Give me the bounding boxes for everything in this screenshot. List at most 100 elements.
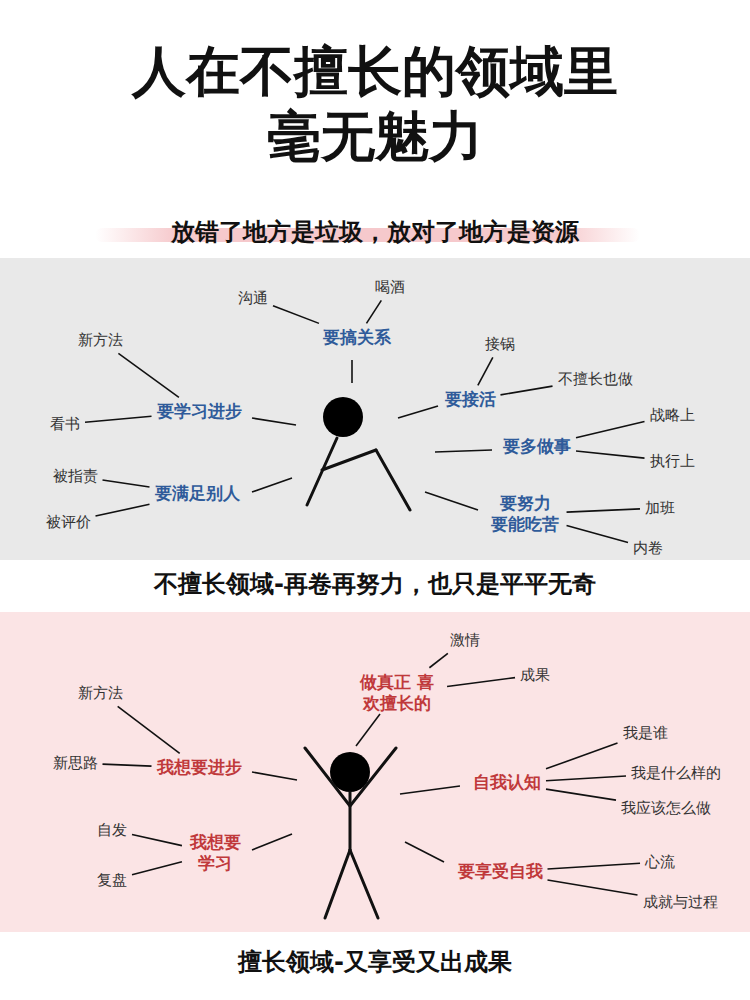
leaf-label: 新方法 — [78, 331, 123, 350]
node-text: 被评价 — [46, 513, 91, 532]
leaf-label: 沟通 — [238, 289, 268, 308]
node-text: 我应该怎么做 — [621, 799, 711, 818]
leaf-label: 喝酒 — [375, 278, 405, 297]
sad-stick-figure — [307, 397, 410, 510]
node-text: 自发 — [97, 821, 127, 840]
branch-line — [96, 504, 150, 516]
node-text: 成就与过程 — [643, 893, 718, 912]
node-text: 自我认知 — [473, 772, 541, 793]
node-text: 要学习进步 — [157, 401, 242, 422]
node-text: 沟通 — [238, 289, 268, 308]
panel-band: 不擅长领域-再卷再努力，也只是平平无奇 要搞关系 沟通 喝酒要学习进步 新方法看书 要接活… — [0, 258, 750, 610]
branch-label: 要多做事 — [503, 436, 571, 457]
leaf-label: 心流 — [645, 853, 675, 872]
branch-line — [447, 678, 515, 687]
branch-label: 要努力 要能吃苦 — [488, 493, 561, 536]
branch-line — [546, 776, 626, 781]
node-text: 要努力 要能吃苦 — [488, 493, 561, 536]
branch-line — [567, 509, 640, 512]
leaf-label: 复盘 — [97, 871, 127, 890]
branch-label: 要学习进步 — [157, 401, 242, 422]
branch-line — [501, 386, 553, 395]
branch-label: 要享受自我 — [458, 861, 543, 882]
node-text: 新方法 — [78, 331, 123, 350]
node-text: 新思路 — [53, 754, 98, 773]
branch-line — [103, 480, 150, 487]
branch-line — [567, 525, 628, 542]
node-text: 心流 — [645, 853, 675, 872]
node-text: 要多做事 — [503, 436, 571, 457]
leaf-label: 我是谁 — [623, 724, 668, 743]
node-text: 内卷 — [633, 539, 663, 558]
branch-line — [273, 306, 319, 324]
branch-line — [429, 653, 447, 667]
node-text: 加班 — [645, 499, 675, 518]
node-text: 被指责 — [53, 467, 98, 486]
branch-label: 我想要 学习 — [187, 832, 243, 875]
figure-leader-lines — [252, 360, 492, 510]
branch-line — [103, 764, 152, 766]
leaf-label: 激情 — [450, 631, 480, 650]
title-text: 人在不擅长的领域里 毫无魅力 — [124, 40, 626, 170]
node-text: 要接活 — [445, 389, 496, 410]
node-text: 接锅 — [485, 335, 515, 354]
leaf-label: 自发 — [97, 821, 127, 840]
happy-stick-figure — [305, 748, 396, 918]
leaf-label: 加班 — [645, 499, 675, 518]
branch-label: 要接活 — [445, 389, 496, 410]
node-text: 做真正 喜欢擅长的 — [352, 672, 442, 715]
branch-line — [85, 416, 152, 422]
branch-line — [366, 300, 381, 323]
leaf-label: 战略上 — [650, 406, 695, 425]
node-text: 我想要 学习 — [187, 832, 243, 875]
branch-label: 做真正 喜欢擅长的 — [352, 672, 442, 715]
panel-band: 擅长领域-又享受又出成果 做真正 喜欢擅长的 激情成果我想要进步 新方法新思路自我认知… — [0, 612, 750, 990]
subtitle-text: 放错了地方是垃圾，放对了地方是资源 — [0, 216, 750, 248]
leaf-label: 我应该怎么做 — [621, 799, 711, 818]
node-text: 执行上 — [650, 452, 695, 471]
leaf-label: 内卷 — [633, 539, 663, 558]
leaf-label: 看书 — [50, 415, 80, 434]
node-text: 战略上 — [650, 406, 695, 425]
figure-leader-lines — [252, 714, 460, 862]
node-text: 我是什么样的 — [631, 764, 721, 783]
node-text: 成果 — [520, 666, 550, 685]
branch-line — [478, 357, 493, 385]
node-text: 要搞关系 — [323, 327, 391, 348]
leaf-label: 新方法 — [78, 684, 123, 703]
leaf-label: 执行上 — [650, 452, 695, 471]
node-text: 不擅长也做 — [558, 370, 633, 389]
branch-line — [548, 863, 641, 869]
node-text: 我是谁 — [623, 724, 668, 743]
branch-line — [546, 743, 618, 769]
leaf-label: 接锅 — [485, 335, 515, 354]
branch-line — [576, 451, 645, 458]
leaf-label: 新思路 — [53, 754, 98, 773]
branch-label: 要搞关系 — [323, 327, 391, 348]
branch-line — [576, 422, 645, 438]
panel-caption: 不擅长领域-再卷再努力，也只是平平无奇 — [0, 568, 750, 600]
node-text: 新方法 — [78, 684, 123, 703]
branch-label: 自我认知 — [473, 772, 541, 793]
title-block: 人在不擅长的领域里 毫无魅力 — [0, 40, 750, 170]
branch-line — [118, 706, 180, 753]
node-text: 我想要进步 — [157, 757, 242, 778]
leaf-label: 被指责 — [53, 467, 98, 486]
branch-line — [132, 834, 182, 845]
branch-label: 要满足别人 — [155, 483, 240, 504]
leaf-label: 我是什么样的 — [631, 764, 721, 783]
leaf-label: 成就与过程 — [643, 893, 718, 912]
branch-line — [548, 880, 638, 895]
node-text: 要享受自我 — [458, 861, 543, 882]
panel-caption: 擅长领域-又享受又出成果 — [0, 946, 750, 978]
leaf-label: 不擅长也做 — [558, 370, 633, 389]
node-text: 复盘 — [97, 871, 127, 890]
node-text: 看书 — [50, 415, 80, 434]
node-text: 激情 — [450, 631, 480, 650]
branch-label: 我想要进步 — [157, 757, 242, 778]
gray-panel-ground — [0, 258, 750, 560]
leaf-label: 被评价 — [46, 513, 91, 532]
branch-line — [118, 353, 179, 397]
node-text: 喝酒 — [375, 278, 405, 297]
branch-line — [546, 789, 616, 800]
